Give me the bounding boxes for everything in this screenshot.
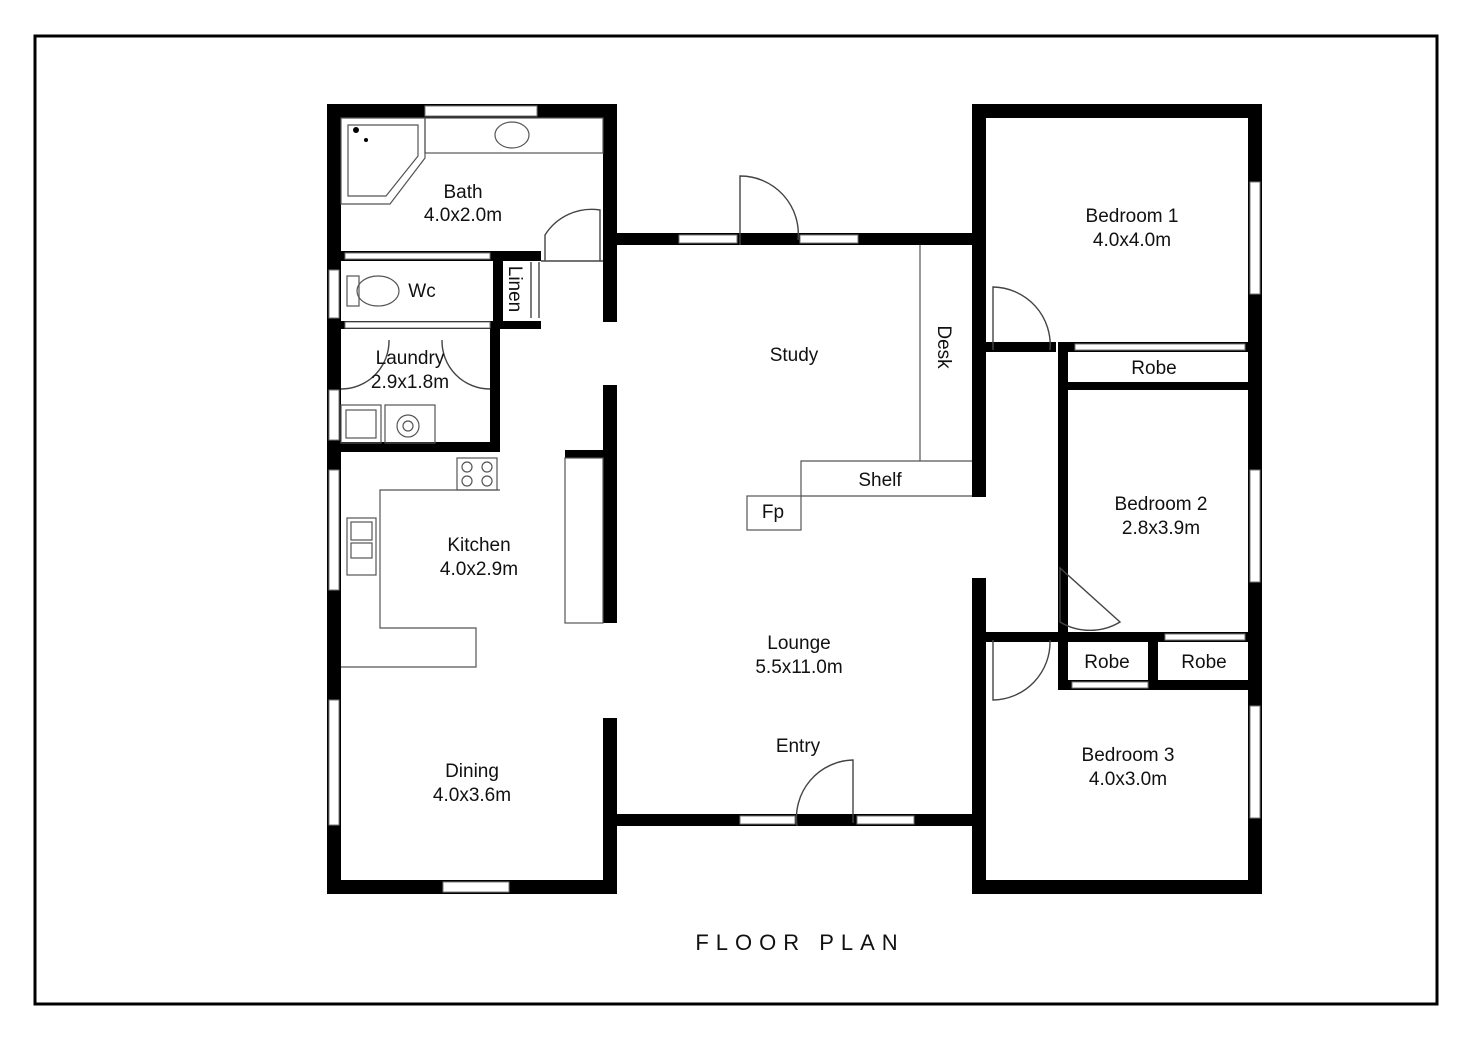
room-labels: Bath 4.0x2.0m Wc Linen Laundry 2.9x1.8m … [371,182,1227,806]
robe2a-label: Robe [1084,652,1129,673]
robe2b-label: Robe [1181,652,1226,673]
toilet-icon [346,275,360,307]
linen-label: Linen [504,266,525,313]
lounge-label: Lounge [767,633,830,654]
study-label: Study [770,345,819,366]
doors [340,175,1122,827]
dining-size: 4.0x3.6m [433,785,511,806]
tap-icon [353,127,359,133]
entry-label: Entry [776,736,821,757]
laundry-size: 2.9x1.8m [371,372,449,393]
robe1-label: Robe [1131,358,1176,379]
dining-label: Dining [445,761,499,782]
cooktop-icon [456,457,498,491]
bedroom3-size: 4.0x3.0m [1089,769,1167,790]
bedroom2-size: 2.8x3.9m [1122,518,1200,539]
basin-icon [494,121,530,149]
kitchen-label: Kitchen [447,535,510,556]
shelf-label: Shelf [858,470,902,491]
washing-machine-icon [384,404,436,444]
desk-label: Desk [933,325,954,369]
bedroom1-label: Bedroom 1 [1086,206,1179,227]
windows [328,105,1261,893]
bathtub-icon [340,117,426,205]
bath-size: 4.0x2.0m [424,205,502,226]
wc-label: Wc [408,281,435,302]
bedroom1-size: 4.0x4.0m [1093,230,1171,251]
fixtures [340,117,972,668]
page-border [33,34,1439,1006]
laundry-label: Laundry [376,348,445,369]
laundry-tub-icon [340,404,382,444]
kitchen-sink-icon [346,517,377,576]
kitchen-size: 4.0x2.9m [440,559,518,580]
lounge-size: 5.5x11.0m [755,657,842,678]
bedroom2-label: Bedroom 2 [1115,494,1208,515]
fp-label: Fp [762,502,784,523]
bedroom3-label: Bedroom 3 [1082,745,1175,766]
plan-title: FLOOR PLAN [695,930,904,955]
bath-label: Bath [443,182,482,203]
fireplace [746,495,802,531]
